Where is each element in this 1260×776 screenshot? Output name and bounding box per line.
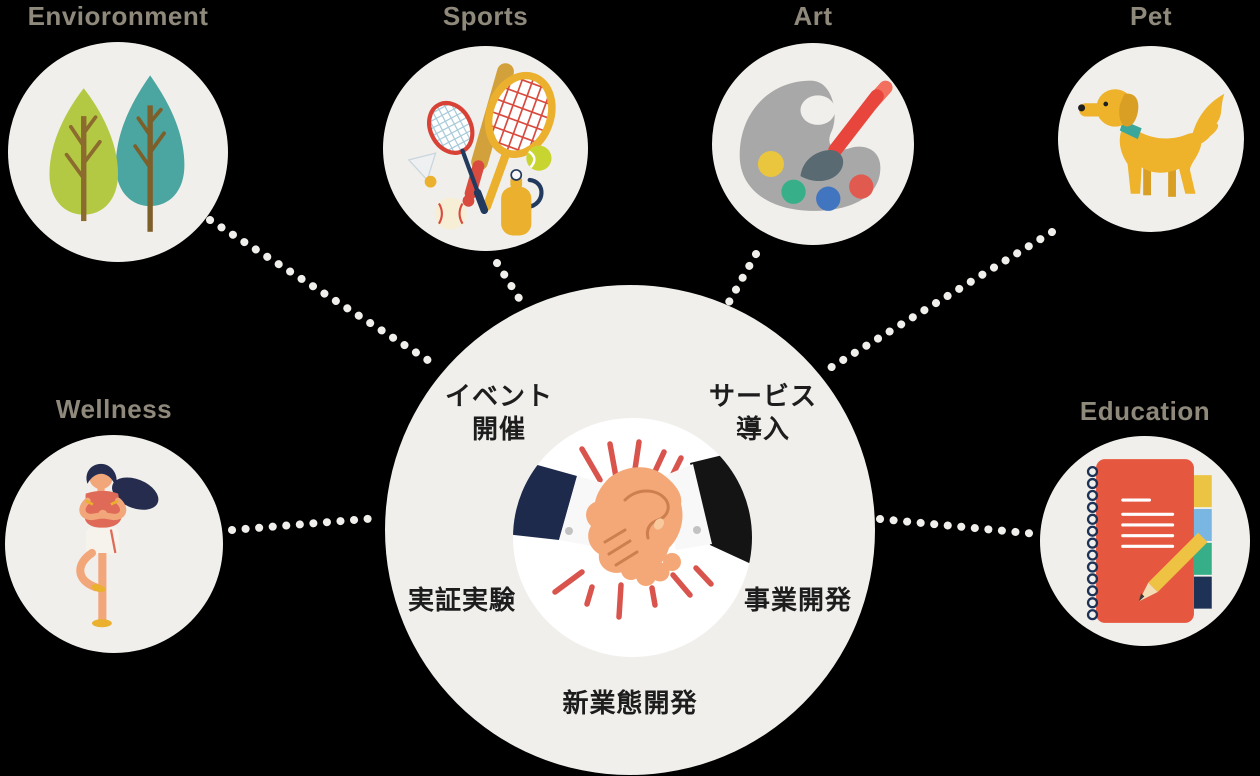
node-circle-environment (8, 42, 228, 262)
center-text-demonstration: 実証実験 (408, 585, 517, 615)
connector-wellness (228, 514, 382, 534)
node-circle-wellness (5, 435, 223, 653)
notebook-icon (1086, 459, 1212, 623)
node-label-education: Education (1079, 396, 1211, 426)
node-label-pet: Pet (1130, 1, 1172, 31)
node-circle-art (712, 43, 914, 245)
pencil-icon (1138, 532, 1208, 602)
connector-education (876, 515, 1041, 538)
connector-art (725, 250, 760, 306)
center-text-event: イベント 開催 (444, 381, 553, 445)
node-label-wellness: Wellness (55, 394, 173, 424)
node-label-sports: Sports (442, 1, 529, 31)
connector-pet (826, 228, 1056, 372)
spiral-binding (1086, 465, 1099, 621)
dog-icon (1078, 88, 1225, 197)
handshake-badge (513, 418, 752, 657)
node-label-environment: Envioronment (27, 1, 209, 31)
center-text-new-business: 新業態開発 (562, 688, 698, 718)
connector-sports (493, 259, 526, 307)
yoga-figure-icon (75, 463, 158, 628)
node-circle-sports (383, 46, 588, 251)
node-label-art: Art (793, 1, 833, 31)
rays (552, 439, 714, 620)
node-circle-pet (1058, 46, 1244, 232)
node-circle-education (1040, 436, 1250, 646)
palette-icon (739, 80, 893, 211)
center-text-service: サービス 導入 (708, 381, 817, 445)
handshake-icon (513, 439, 752, 620)
trees-icon (49, 75, 185, 232)
sports-equipment-icon (407, 63, 562, 236)
center-text-business-dev: 事業開発 (744, 585, 853, 615)
clasped-hands (586, 467, 683, 586)
